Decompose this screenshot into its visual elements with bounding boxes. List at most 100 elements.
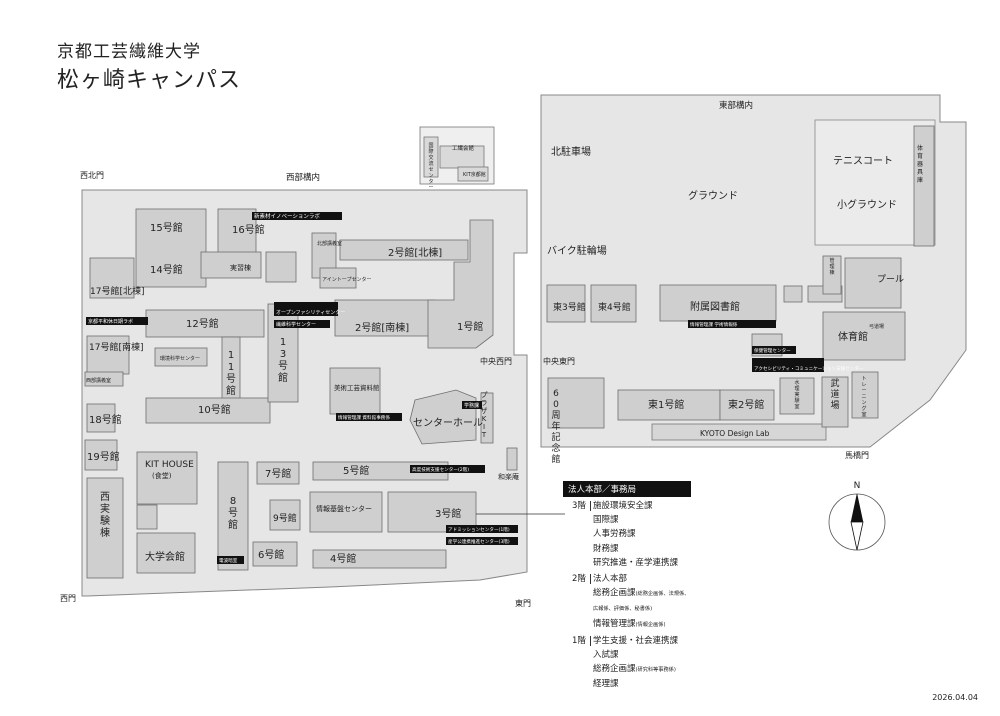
map-date: 2026.04.04 [932,693,978,702]
west-lecture-label: 西部講義室 [86,377,111,384]
black-label-box [274,320,330,328]
department-sections: (情報企画係) [635,621,666,628]
compass-needle-north [850,493,864,523]
building-10 [145,397,271,424]
floor-number: 3階 [572,501,586,511]
department-item: 施設環境安全課 [593,499,691,513]
department-item: 経理課 [593,677,691,691]
east-building-3 [546,284,586,323]
black-label-text: 情報管理課 学術情報係 [690,321,738,328]
building-19 [84,439,118,471]
sports-storage [913,125,935,247]
center-hall [409,389,477,445]
department-name: 総務企画課 [593,664,636,675]
black-label-text: 電波暗室 [219,557,238,564]
jisshu-label: 実習棟 [230,263,251,272]
department-name: 研究推進・産学連携課 [593,557,679,568]
department-item: 総務企画課(研究科等事務係) [593,662,691,677]
isotope-center [319,267,357,289]
floor-department-list: 学生支援・社会連携課入試課総務企画課(研究科等事務係)経理課 [593,634,691,692]
building-12-label: 12号館 [186,317,219,330]
black-label-text: 保健管理センター [754,347,791,354]
university-name: 京都工芸繊維大学 [57,42,201,62]
black-label-box [217,556,244,564]
kit-house [136,451,198,505]
art-museum [329,367,381,415]
info-infrastructure-center [309,491,383,533]
kyoto-design-lab-strip [651,423,827,441]
building-18-label: 18号館 [89,413,122,426]
management-building-label: 管理棟 [829,257,834,276]
department-item: 総務企画課(総務企画係、法規係、広報係、評価係、秘書係) [593,586,691,616]
department-name: 総務企画課 [593,588,636,599]
art-museum-label: 美術工芸資料館 [334,383,380,392]
kogei-kaikan-label: 工繊会館 [452,144,475,152]
budojo-label: 武道場 [830,377,839,411]
department-sections: (総務企画係、法規係、広報係、評価係、秘書係) [593,591,690,613]
east-small-1 [783,285,803,303]
floor-separator [590,635,591,646]
center-hall-label: センターホール [413,417,483,429]
floor-department-list: 施設環境安全課国際課人事労務課財務課研究推進・産学連携課 [593,499,691,570]
building-3-label: 3号館 [435,507,461,520]
department-item: 情報管理課(情報企画係) [593,617,691,632]
black-label-box [688,320,776,328]
department-name: 財務課 [593,543,619,554]
east-building-1-label: 東1号館 [648,398,684,411]
department-item: 人事労務課 [593,527,691,541]
plaza-kit [480,392,494,444]
isotope-center-label: アイントープセンター [322,276,371,283]
building-8 [217,461,249,571]
hydraulic-lab-label: 水理実験室 [794,379,799,410]
jisshu-building [200,251,262,279]
west-gate-label: 西門 [60,594,76,603]
kyoto-design-lab-label: KYOTO Design Lab [700,429,770,438]
library-label: 附属図書館 [690,300,740,313]
sports-storage-label: 体育器具庫 [917,144,923,184]
east-gate-label: 東門 [515,598,531,608]
building-1 [427,219,494,349]
east-building-3-label: 東3号館 [553,301,586,313]
department-item: 国際課 [593,513,691,527]
kit-house-sub-label: (食堂) [152,471,172,480]
archery-range-label: 弓道場 [869,323,884,330]
department-name: 人事労務課 [593,529,636,540]
building-4-label: 4号館 [330,552,356,565]
floor-number: 2階 [572,574,586,585]
floor-separator [590,501,591,511]
building-17-north-label: 17号館[北棟] [90,285,144,297]
building-9-label: 9号館 [273,512,297,524]
pool [844,257,902,309]
black-label-text: アドミッションセンター(1階) [448,526,510,533]
office-floor: 3階施設環境安全課国際課人事労務課財務課研究推進・産学連携課 [563,499,691,570]
building-7-label: 7号館 [265,467,291,480]
central-east-gate-label: 中央東門 [543,356,575,366]
tennis-court-label: テニスコート [833,156,893,167]
office-floor: 1階学生支援・社会連携課入試課総務企画課(研究科等事務係)経理課 [563,634,691,692]
west-premises-label: 西部構内 [286,172,320,183]
east-building-4 [590,284,637,323]
small-building-west [265,251,297,283]
black-label-text: アクセシビリティ・コミュニケーション支援センター [754,365,864,372]
management-building [822,255,842,295]
compass-north-label: N [854,481,861,491]
east-building-1 [617,389,721,421]
black-label-text: 京都平和休日期ラボ [88,318,133,325]
department-item: 法人本部 [593,572,691,586]
black-label-text: 高度技術支援センター(2階) [412,466,469,473]
training-room [851,371,879,419]
east-small-3 [779,377,815,415]
training-room-label: トレーニング室 [861,376,866,418]
building-17-south [86,335,130,375]
ground-label: グラウンド [688,189,738,202]
black-label-box [274,302,338,316]
black-label-box [752,346,796,354]
building-19-label: 19号館 [87,450,120,463]
international-center-label: 国際交流センター [428,143,433,191]
building-5-label: 5号館 [343,464,369,477]
